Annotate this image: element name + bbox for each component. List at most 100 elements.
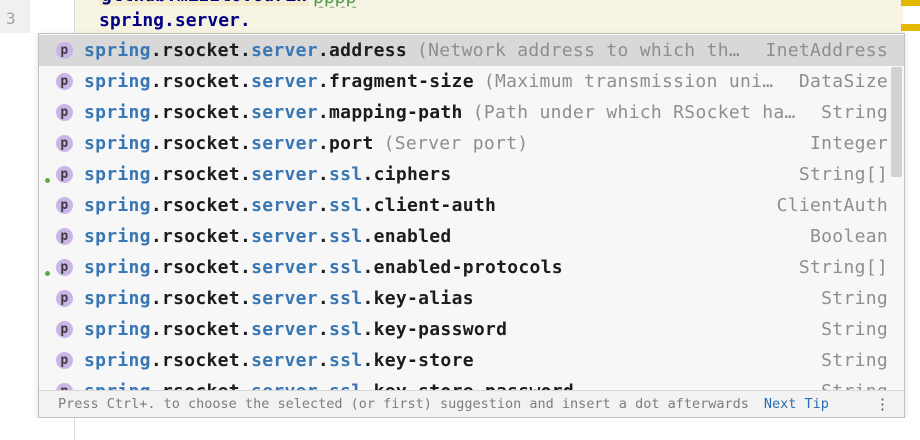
key-segment: enabled-protocols (373, 257, 563, 278)
key-segment: . (362, 195, 374, 216)
matched-segment: ssl (329, 381, 363, 392)
key-segment: key-alias (373, 288, 474, 309)
matched-segment: server (251, 102, 318, 123)
matched-segment: server (251, 133, 318, 154)
key-segment: . (239, 40, 252, 61)
key-segment: address (329, 40, 408, 61)
key-segment: . (317, 350, 330, 371)
matched-segment: server (251, 71, 318, 92)
key-segment: . (317, 319, 330, 340)
property-key-highlighted: gltnub.mizzlovourin (99, 0, 309, 6)
key-segment: rsocket (161, 164, 240, 185)
property-icon: p (56, 42, 73, 59)
line-number-2-clipped: 2 (6, 0, 26, 5)
property-type: InetAddress (765, 40, 888, 61)
property-value-typo: pppp (313, 0, 356, 8)
error-stripe-warning-mark[interactable] (901, 24, 920, 31)
key-segment: rsocket (161, 71, 240, 92)
property-icon: p (56, 383, 73, 392)
property-icon: p (56, 228, 73, 245)
key-segment: . (239, 257, 252, 278)
property-description: (Network address to which th… (417, 40, 740, 61)
key-segment: . (239, 102, 252, 123)
editor-line-current[interactable]: spring.server. (75, 8, 903, 33)
key-segment: . (317, 133, 330, 154)
property-icon: p (44, 166, 73, 184)
key-segment: . (150, 381, 162, 392)
key-segment: key-store-password (373, 381, 575, 392)
key-segment: . (317, 195, 330, 216)
key-segment: rsocket (161, 133, 240, 154)
error-stripe-warning-mark[interactable] (901, 0, 920, 6)
green-dot-icon (44, 177, 51, 184)
key-segment: . (317, 257, 330, 278)
key-segment: key-password (373, 319, 508, 340)
key-segment: . (317, 40, 330, 61)
matched-segment: spring (84, 350, 151, 371)
matched-segment: server (251, 319, 318, 340)
completion-hint-bar: Press Ctrl+. to choose the selected (or … (39, 390, 904, 417)
property-type: String (821, 319, 888, 340)
key-segment: rsocket (161, 381, 240, 392)
matched-segment: spring (84, 133, 151, 154)
key-segment: rsocket (161, 195, 240, 216)
typed-property-prefix: spring.server. (99, 10, 251, 31)
key-segment: rsocket (161, 102, 240, 123)
key-segment: . (150, 164, 162, 185)
editor-line-clipped[interactable]: gltnub.mizzlovourin pppp (75, 0, 903, 8)
key-segment: . (362, 257, 374, 278)
matched-segment: ssl (329, 319, 363, 340)
property-icon: p (56, 352, 73, 369)
key-segment: rsocket (161, 257, 240, 278)
matched-segment: spring (84, 71, 151, 92)
property-icon: p (56, 73, 73, 90)
key-segment: . (317, 102, 330, 123)
property-type: String (821, 350, 888, 371)
line-number-3: 3 (6, 9, 16, 28)
property-type: String (821, 102, 888, 123)
property-type: ClientAuth (776, 195, 888, 216)
matched-segment: spring (84, 195, 151, 216)
matched-segment: server (251, 195, 318, 216)
matched-segment: spring (84, 257, 151, 278)
key-segment: rsocket (161, 288, 240, 309)
key-segment: rsocket (161, 350, 240, 371)
key-segment: . (150, 195, 162, 216)
matched-segment: ssl (329, 195, 363, 216)
property-description: (Maximum transmission uni… (483, 71, 774, 92)
scrollbar-thumb[interactable] (891, 67, 902, 177)
key-segment: . (150, 102, 162, 123)
matched-segment: server (251, 288, 318, 309)
key-segment: rsocket (161, 226, 240, 247)
key-segment: . (150, 288, 162, 309)
matched-segment: ssl (329, 257, 363, 278)
key-segment: . (362, 288, 374, 309)
property-icon: p (56, 197, 73, 214)
property-type: Integer (810, 133, 888, 154)
property-description: (Server port) (383, 133, 529, 154)
more-options-icon[interactable]: ⋮ (875, 394, 890, 413)
property-type: Boolean (810, 226, 888, 247)
property-type: String (821, 381, 888, 392)
key-segment: . (362, 164, 374, 185)
next-tip-link[interactable]: Next Tip (763, 396, 829, 412)
key-segment: . (362, 381, 374, 392)
key-segment: . (150, 257, 162, 278)
key-segment: . (239, 71, 252, 92)
key-segment: client-auth (373, 195, 497, 216)
matched-segment: server (251, 164, 318, 185)
